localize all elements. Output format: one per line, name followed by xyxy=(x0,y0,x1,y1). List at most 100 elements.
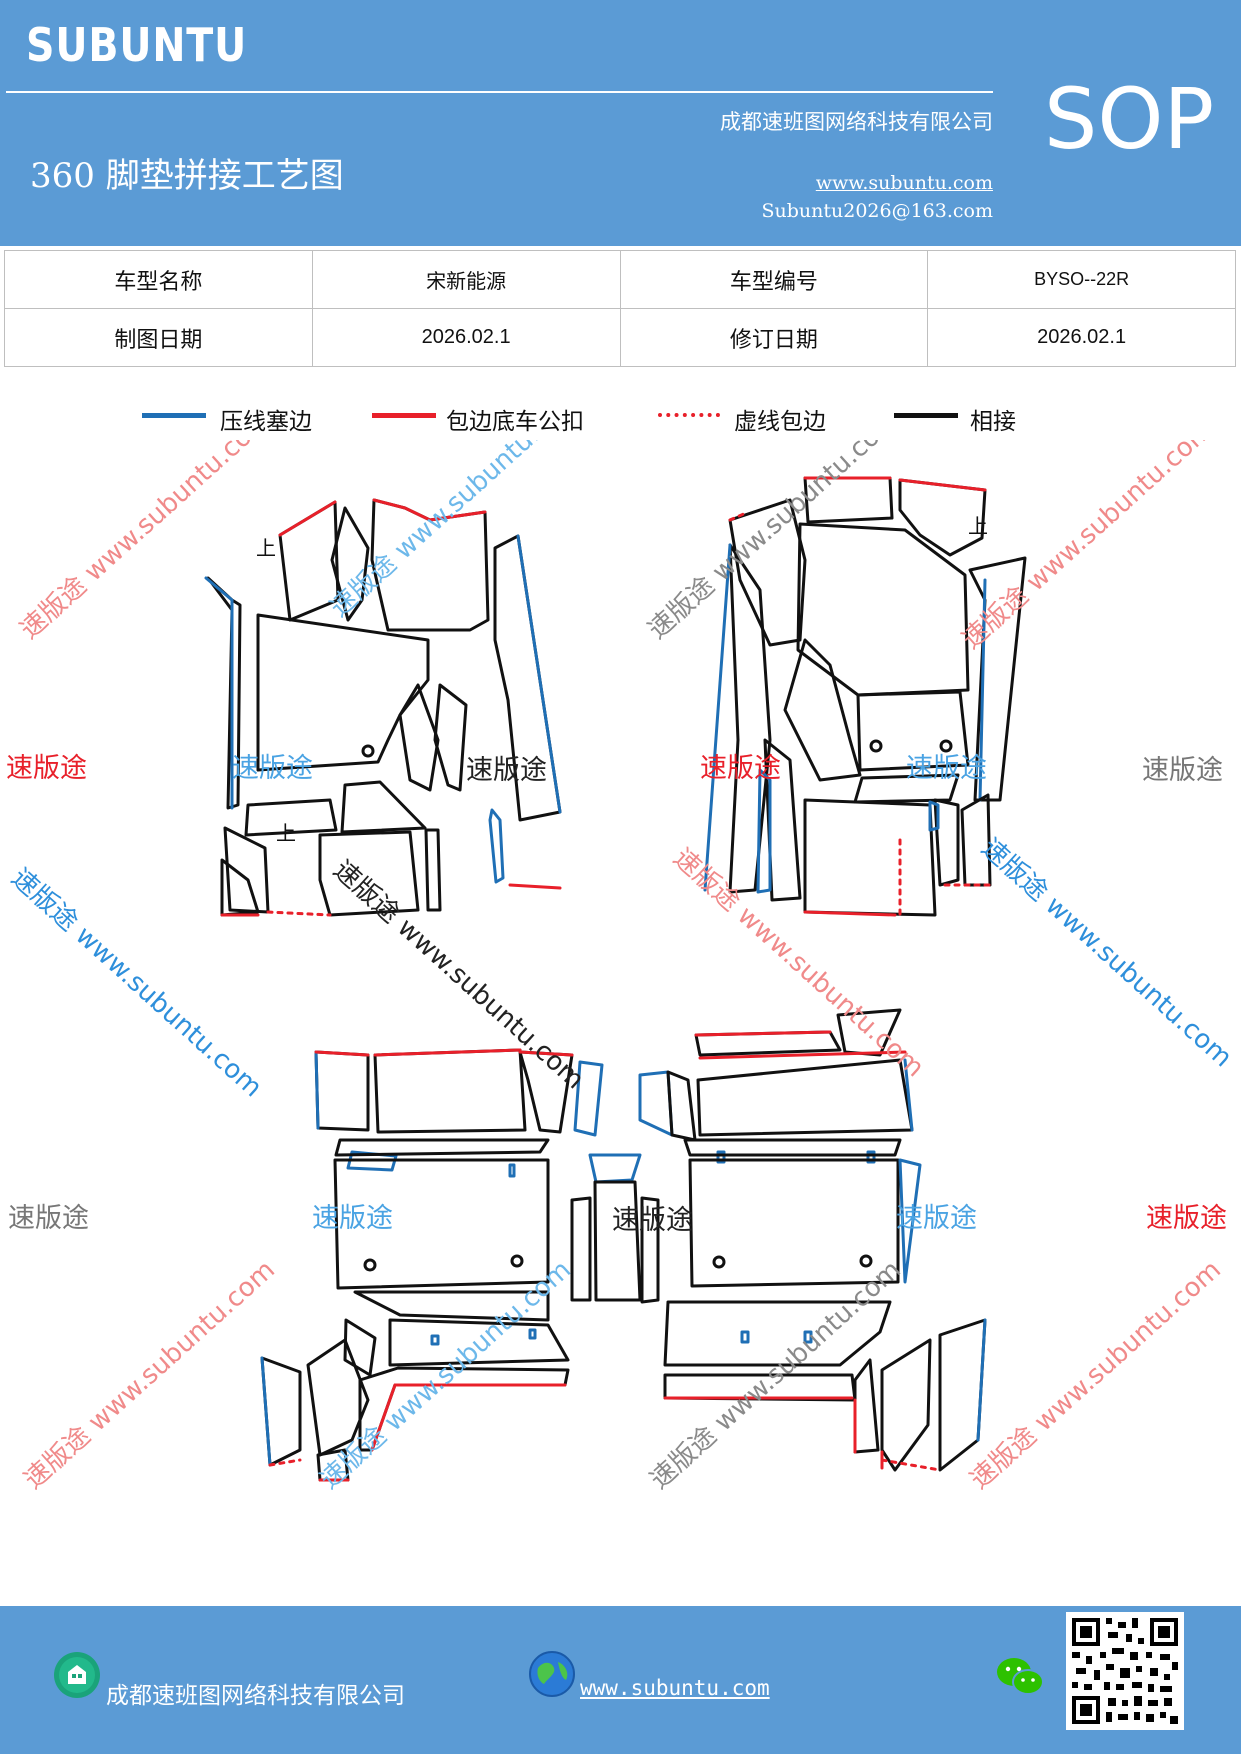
hole-mark xyxy=(859,1254,873,1268)
legend-swatch-dotted xyxy=(658,413,720,417)
mat-piece xyxy=(640,1196,660,1304)
header-banner: SUBUNTU 成都速班图网络科技有限公司 360 脚垫拼接工艺图 www.su… xyxy=(0,0,1241,246)
watermark-diagonal: 速版途 www.subuntu.com xyxy=(15,440,277,645)
mat-piece xyxy=(803,798,937,917)
watermark-diagonal: 速版途 www.subuntu.com xyxy=(975,833,1237,1073)
globe-icon xyxy=(529,1651,575,1697)
mat-piece xyxy=(856,690,970,772)
hole-mark xyxy=(361,744,375,758)
watermark-brand: 速版途 xyxy=(700,753,781,784)
blue-slot xyxy=(756,768,772,894)
red-edge xyxy=(373,1048,522,1057)
watermark-brand: 速版途 xyxy=(6,753,87,784)
watermark-brand: 速版途 xyxy=(312,1203,393,1234)
blue-edge xyxy=(314,1050,320,1130)
watermark-brand: 速版途 xyxy=(8,1203,89,1234)
building-icon xyxy=(54,1652,100,1698)
mat-set-front-left: 上 上 xyxy=(204,498,562,917)
blue-slot xyxy=(528,1328,537,1340)
red-edge xyxy=(278,500,337,537)
mat-piece xyxy=(853,1358,880,1454)
up-mark: 上 xyxy=(968,514,988,538)
mat-set-rear-right xyxy=(638,1008,987,1472)
mat-piece xyxy=(244,798,338,837)
website-link[interactable]: www.subuntu.com xyxy=(815,172,993,194)
mat-piece xyxy=(783,638,862,782)
label-revise-date: 修订日期 xyxy=(619,308,929,367)
red-edge xyxy=(803,910,897,917)
company-name: 成都速班图网络科技有限公司 xyxy=(720,110,993,134)
watermark-brand: 速版途 xyxy=(612,1205,693,1236)
mat-piece xyxy=(340,780,427,834)
mat-piece xyxy=(666,1070,697,1142)
mat-set-rear-left xyxy=(260,1048,604,1482)
mat-piece xyxy=(683,1138,902,1157)
hole-mark xyxy=(939,739,953,753)
blue-edge xyxy=(978,578,987,802)
watermark-layer: 速版途 速版途 速版途 速版途 速版途 速版途 速版途 速版途 速版途 速版途 … xyxy=(5,440,1237,1495)
blue-edge xyxy=(516,534,562,814)
red-edge xyxy=(372,498,487,522)
hole-mark xyxy=(869,739,883,753)
dotted-red-edge xyxy=(268,1458,302,1467)
mat-piece xyxy=(398,683,440,792)
mat-piece xyxy=(433,683,468,792)
blue-edge xyxy=(976,1318,987,1442)
red-edge xyxy=(508,883,562,890)
blue-piece xyxy=(898,1158,922,1284)
mat-main-rear xyxy=(688,1158,900,1288)
vehicle-info-table: 车型名称 宋新能源 车型编号 BYSO--22R 制图日期 2026.02.1 … xyxy=(4,250,1236,367)
legend-label: 压线塞边 xyxy=(220,409,312,435)
table-row: 车型名称 宋新能源 车型编号 BYSO--22R xyxy=(4,250,1236,309)
mat-piece xyxy=(353,1290,550,1322)
dotted-red-edge xyxy=(880,1458,942,1472)
floor-mat-diagram: 上 上 xyxy=(5,440,1237,1495)
red-edge xyxy=(314,1050,370,1057)
watermark-brand: 速版途 xyxy=(232,753,313,784)
watermark-diagonal: 速版途 www.subuntu.com xyxy=(957,440,1219,655)
up-mark: 上 xyxy=(256,536,276,560)
mat-main-rear xyxy=(333,1158,550,1290)
legend-swatch-black xyxy=(894,413,958,418)
mat-piece xyxy=(330,506,370,622)
blue-edge xyxy=(204,576,234,810)
mat-piece xyxy=(836,1008,902,1057)
mat-piece xyxy=(343,1318,377,1377)
qr-code xyxy=(1066,1612,1184,1730)
mat-piece xyxy=(334,1138,550,1157)
mat-piece xyxy=(570,1196,592,1302)
watermark-brand: 速版途 xyxy=(896,1203,977,1234)
mat-piece xyxy=(960,793,992,887)
value-revise-date: 2026.02.1 xyxy=(927,308,1236,367)
blue-slot xyxy=(803,1330,813,1344)
mat-piece xyxy=(853,773,960,804)
legend-label: 包边底车公扣 xyxy=(446,409,584,435)
blue-piece xyxy=(573,1060,604,1137)
mat-main-front xyxy=(256,613,430,772)
red-edge xyxy=(518,1050,574,1057)
mat-piece xyxy=(223,826,270,914)
hole-mark xyxy=(363,1258,377,1272)
watermark-brand: 速版途 xyxy=(1146,1203,1227,1234)
footer-website-link[interactable]: www.subuntu.com xyxy=(580,1676,770,1700)
watermark-brand: 速版途 xyxy=(1142,755,1223,786)
blue-piece xyxy=(588,1153,642,1184)
value-draw-date: 2026.02.1 xyxy=(311,308,621,367)
mat-piece xyxy=(933,798,960,887)
legend-swatch-blue xyxy=(142,413,206,418)
value-model-name: 宋新能源 xyxy=(311,250,621,309)
dotted-red-edge xyxy=(728,510,750,522)
mat-piece xyxy=(424,828,442,912)
brand-logo: SUBUNTU xyxy=(26,18,248,72)
mat-piece xyxy=(663,1300,892,1367)
blue-slot xyxy=(488,808,505,884)
blue-edge xyxy=(260,1356,272,1467)
footer-banner: 成都速班图网络科技有限公司 www.subuntu.com xyxy=(0,1606,1241,1754)
red-edge xyxy=(698,1050,907,1060)
mat-piece xyxy=(938,1318,987,1472)
mat-side-left xyxy=(728,543,772,894)
up-mark: 上 xyxy=(276,821,296,845)
watermark-diagonal: 速版途 www.subuntu.com xyxy=(965,1255,1227,1495)
watermark-brand: 速版途 xyxy=(906,753,987,784)
watermark-diagonal: 速版途 www.subuntu.com xyxy=(325,440,587,623)
